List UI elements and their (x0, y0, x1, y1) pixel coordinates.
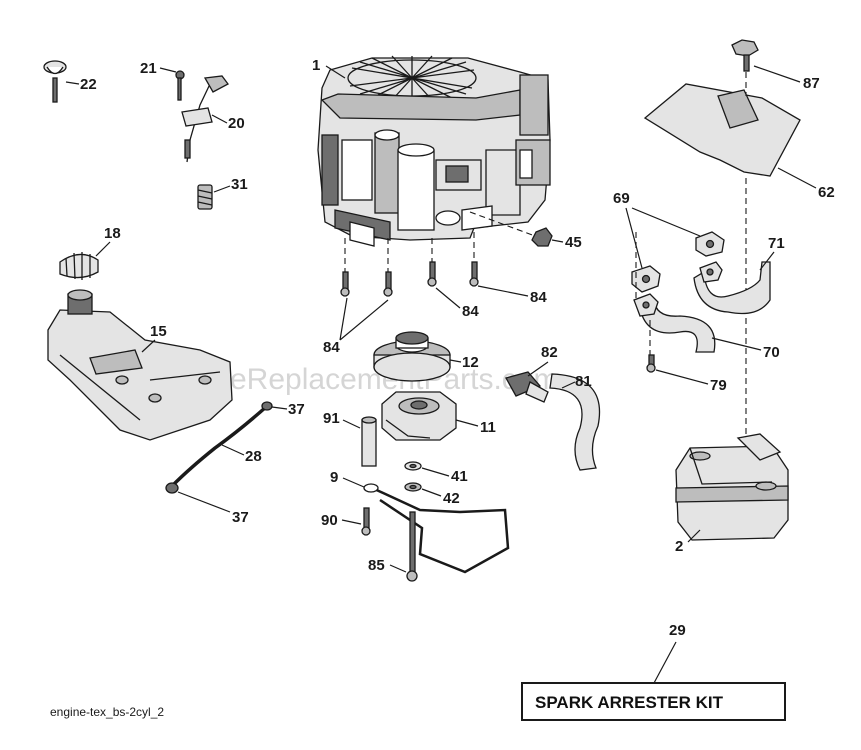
fuel-cap-18[interactable] (59, 252, 99, 280)
heat-shield-62[interactable] (643, 83, 801, 177)
callout-82: 82 (541, 344, 558, 361)
bolt-90[interactable] (361, 507, 371, 536)
callout-84-center: 84 (462, 303, 479, 320)
fitting-82[interactable] (505, 371, 549, 403)
callout-41: 41 (451, 468, 468, 485)
fuel-tank-15[interactable] (47, 289, 233, 441)
diagram-caption: engine-tex_bs-2cyl_2 (50, 705, 164, 719)
callout-71: 71 (768, 235, 785, 252)
callout-91: 91 (323, 410, 340, 427)
callout-85: 85 (368, 557, 385, 574)
washer-42[interactable] (404, 482, 422, 492)
callout-90: 90 (321, 512, 338, 529)
callout-9: 9 (330, 469, 338, 486)
bolt-84-right[interactable] (469, 261, 479, 287)
bolt-87[interactable] (731, 39, 759, 72)
exhaust-pipe-70[interactable] (633, 293, 716, 353)
clamp-37-upper[interactable] (261, 401, 273, 411)
callout-62: 62 (818, 184, 835, 201)
exhaust-pipe-71[interactable] (693, 261, 771, 315)
callout-18: 18 (104, 225, 121, 242)
callout-12: 12 (462, 354, 479, 371)
spark-arrester-kit-box[interactable]: SPARK ARRESTER KIT (521, 682, 786, 721)
pulley-12[interactable] (373, 331, 451, 382)
gasket-69-right[interactable] (695, 231, 725, 257)
spacer-91[interactable] (361, 416, 377, 467)
dipstick-20[interactable] (181, 75, 229, 163)
callout-84-left: 84 (323, 339, 340, 356)
fuel-line-28[interactable] (170, 405, 268, 488)
bolt-84-center[interactable] (427, 261, 437, 287)
spark-arrester-kit-label: SPARK ARRESTER KIT (535, 693, 724, 712)
push-pin-22[interactable] (43, 60, 67, 103)
nut-45[interactable] (531, 227, 553, 247)
callout-20: 20 (228, 115, 245, 132)
engine[interactable] (317, 55, 551, 247)
bolt-84-left[interactable] (340, 271, 350, 297)
callout-81: 81 (575, 373, 592, 390)
callout-15: 15 (150, 323, 167, 340)
callout-70: 70 (763, 344, 780, 361)
washer-41[interactable] (404, 461, 422, 471)
callout-1: 1 (312, 57, 320, 74)
callout-45: 45 (565, 234, 582, 251)
callout-22: 22 (80, 76, 97, 93)
gasket-69-left[interactable] (631, 265, 661, 293)
screw-21[interactable] (175, 70, 185, 101)
bolt-79[interactable] (646, 354, 656, 373)
callout-42: 42 (443, 490, 460, 507)
callout-29: 29 (669, 622, 686, 639)
callout-11: 11 (480, 419, 496, 436)
callout-2: 2 (675, 538, 683, 555)
hose-81[interactable] (549, 373, 601, 471)
bolt-85[interactable] (406, 511, 418, 582)
callout-37-upper: 37 (288, 401, 305, 418)
bolt-84-mid[interactable] (383, 271, 393, 297)
clutch-11[interactable] (381, 391, 457, 441)
callout-21: 21 (140, 60, 157, 77)
callout-31: 31 (231, 176, 248, 193)
callout-84-right: 84 (530, 289, 547, 306)
callout-87: 87 (803, 75, 820, 92)
callout-79: 79 (710, 377, 727, 394)
clamp-37-lower[interactable] (165, 482, 179, 494)
muffler-2[interactable] (675, 433, 789, 541)
callout-28: 28 (245, 448, 262, 465)
spring-31[interactable] (197, 184, 213, 210)
bracket-9[interactable] (363, 483, 510, 574)
callout-37-lower: 37 (232, 509, 249, 526)
callout-69: 69 (613, 190, 630, 207)
